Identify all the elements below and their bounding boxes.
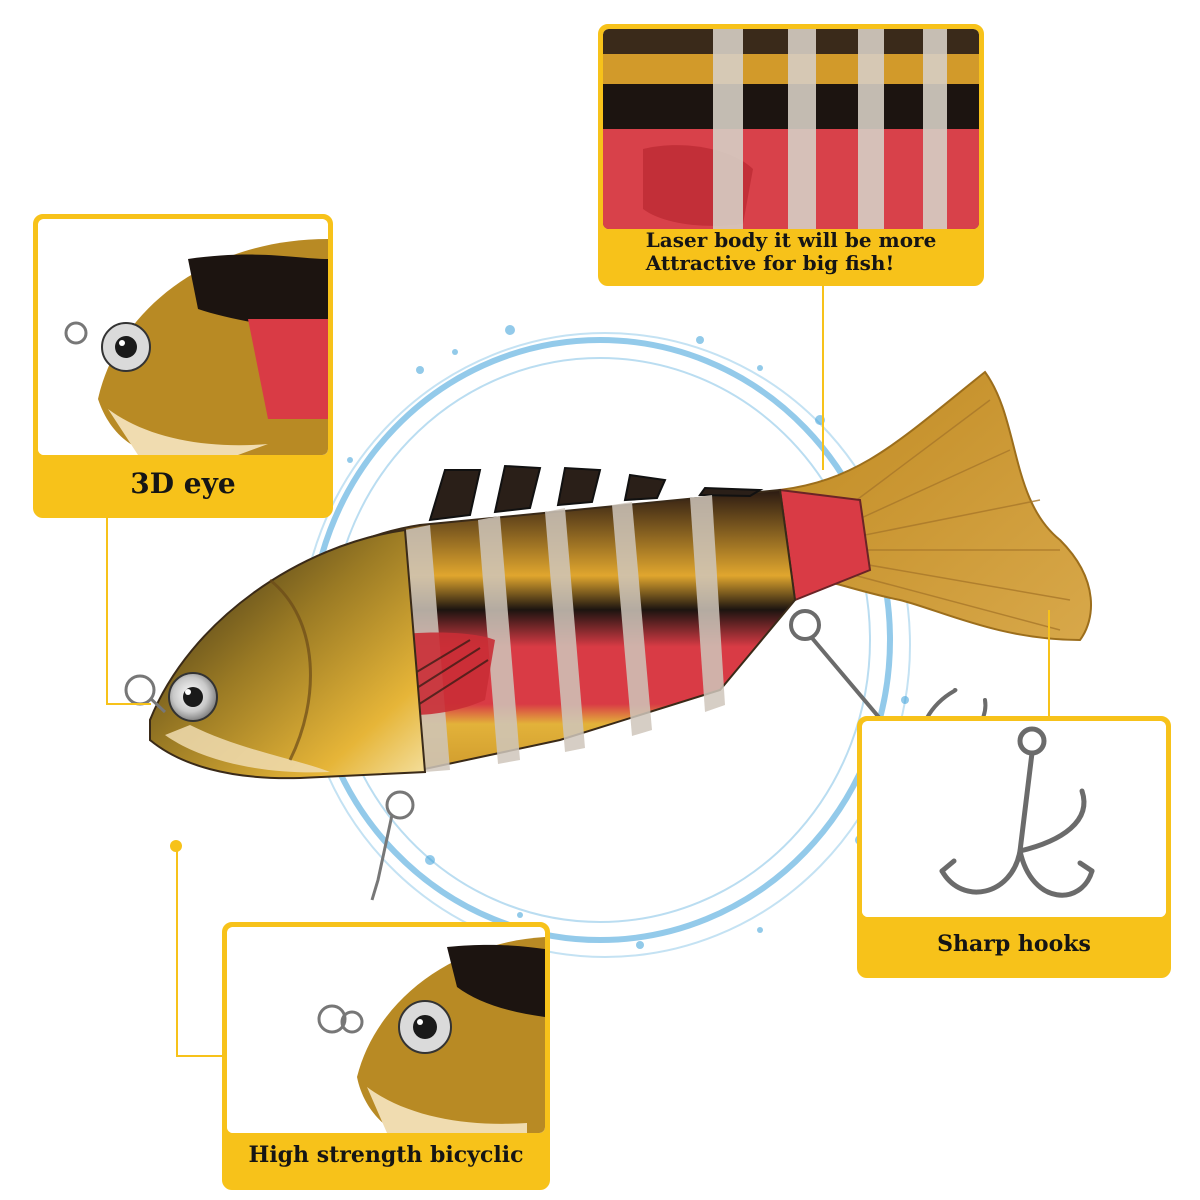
callout-eye-caption: 3D eye [38, 455, 328, 513]
callout-laser-line1: Laser body it will be more [645, 228, 937, 252]
callout-laser-line2: Attractive for big fish! [645, 251, 895, 275]
callout-hooks-caption: Sharp hooks [862, 917, 1166, 973]
lure-head [149, 528, 427, 780]
leader-line-hooks-v [1048, 610, 1050, 722]
callout-hooks-label: Sharp hooks [937, 931, 1091, 958]
leader-line-eye-h [106, 703, 151, 705]
callout-bicyclic-caption: High strength bicyclic [227, 1127, 545, 1185]
callout-laser-body: Laser body it will be more Attractive fo… [598, 24, 984, 286]
lure-eye [168, 672, 218, 722]
body-segment-joints [405, 495, 725, 772]
leader-line-laser [822, 280, 824, 470]
callout-hooks-photo [862, 721, 1166, 917]
nose-ring [124, 674, 167, 714]
callout-sharp-hooks: Sharp hooks [857, 716, 1171, 978]
leader-line-eye-v [106, 518, 108, 704]
callout-eye-label: 3D eye [130, 466, 236, 500]
callout-laser-caption: Laser body it will be more Attractive fo… [603, 223, 979, 281]
callout-bicyclic: High strength bicyclic [222, 922, 550, 1190]
callout-3d-eye: 3D eye [33, 214, 333, 518]
dorsal-segments [428, 464, 764, 522]
callout-eye-photo [38, 219, 328, 455]
leader-dot [170, 840, 182, 852]
callout-bicyclic-photo [227, 927, 545, 1133]
callout-laser-photo [603, 29, 979, 229]
leader-line-bicyclic-v [176, 845, 178, 1057]
leader-line-bicyclic-h [176, 1055, 224, 1057]
callout-bicyclic-label: High strength bicyclic [248, 1142, 524, 1169]
belly-ring-front [370, 790, 415, 901]
